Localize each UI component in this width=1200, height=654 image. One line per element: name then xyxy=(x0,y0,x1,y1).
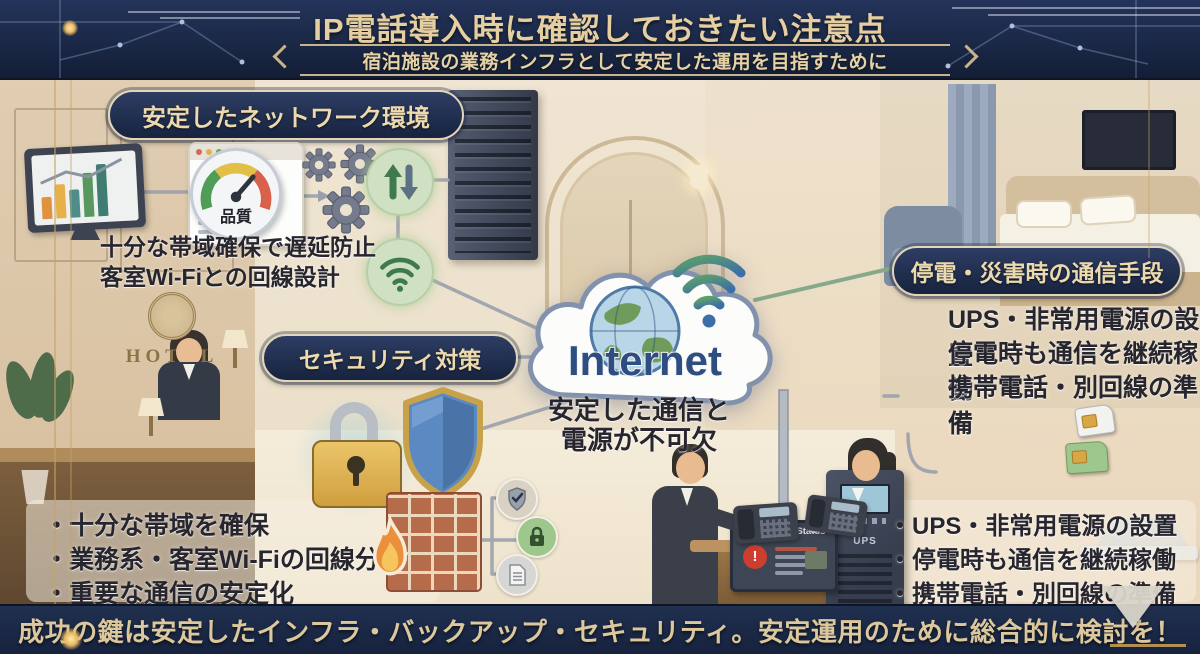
circuit-decoration-right xyxy=(945,0,1200,78)
footer-message: 成功の鍵は安定したインフラ・バックアップ・セキュリティ。安定運用のために総合的に… xyxy=(18,617,1182,647)
bedroom-tv xyxy=(1082,110,1176,170)
internet-label: Internet xyxy=(568,337,722,384)
internet-cloud: Internet xyxy=(527,254,773,406)
backup-note-2: 停電時も通信を継続稼働 xyxy=(948,340,1199,404)
status-bar xyxy=(775,547,817,551)
backup-note-3: 携帯電話・別回線の準備 xyxy=(948,374,1199,438)
internet-caption-1: 安定した通信と xyxy=(547,395,730,425)
wifi-icon xyxy=(366,238,434,306)
plant-pot xyxy=(21,470,49,504)
security-section-heading: セキュリティ対策 xyxy=(262,334,518,382)
man-avatar xyxy=(676,452,705,484)
footer-banner xyxy=(0,604,1200,654)
ups-label: UPS xyxy=(853,536,877,547)
network-bullet-3: ・重要な通信の安定化 xyxy=(44,580,295,608)
hotel-crest-icon xyxy=(148,292,196,340)
sim-card-icon xyxy=(1064,440,1110,475)
backup-bullets-panel xyxy=(878,500,1196,602)
receptionist-avatar xyxy=(176,338,202,366)
wall-lamp-icon xyxy=(222,330,248,368)
sim-card-icon xyxy=(1074,403,1116,438)
analytics-monitor-icon xyxy=(23,142,147,240)
status-bar xyxy=(775,563,817,567)
cloud-wifi-icon xyxy=(672,254,746,328)
shield-check-icon xyxy=(496,478,538,520)
reception-desk-top xyxy=(0,448,255,462)
network-note-1: 十分な帯域確保で遅延防止 xyxy=(100,234,376,260)
woman-avatar xyxy=(852,450,880,481)
page-title: IP電話導入時に確認しておきたい注意点 xyxy=(313,12,887,47)
document-icon xyxy=(496,554,538,596)
gauge-label: 品質 xyxy=(219,209,252,226)
internet-caption-2: 電源が不可欠 xyxy=(560,425,717,455)
backup-bullet-1: ・UPS・非常用電源の設置 xyxy=(888,513,1178,540)
security-heading-label: セキュリティ対策 xyxy=(298,347,482,373)
updown-arrows-icon xyxy=(366,148,434,216)
network-heading-label: 安定したネットワーク環境 xyxy=(142,104,430,132)
network-note-2: 客室Wi-Fiとの回線設計 xyxy=(100,264,340,290)
lock-mini-icon xyxy=(516,516,558,558)
screen-thumbnail xyxy=(805,551,827,569)
backup-note-1: UPS・非常用電源の設置 xyxy=(948,306,1200,370)
globe-icon xyxy=(589,285,681,377)
frame-line xyxy=(70,0,72,654)
network-bullet-1: ・十分な帯域を確保 xyxy=(44,512,270,540)
shield-icon xyxy=(403,387,483,499)
page-subtitle: 宿泊施設の業務インフラとして安定した運用を目指すために xyxy=(362,51,888,73)
ip-phone-icon xyxy=(732,501,800,545)
hallway-arch xyxy=(545,136,725,345)
backup-bullet-2: ・停電時も通信を継続稼働 xyxy=(888,547,1176,574)
status-bar xyxy=(775,555,809,559)
network-bullet-2: ・業務系・客室Wi-Fiの回線分離 xyxy=(44,546,405,574)
frame-line xyxy=(1148,78,1150,258)
glow-dot xyxy=(60,628,82,650)
backup-heading-label: 停電・災害時の通信手段 xyxy=(910,260,1164,286)
chevron-down-icon xyxy=(1102,586,1164,628)
wall-lamp-icon xyxy=(690,165,708,189)
circuit-decoration-left xyxy=(0,0,300,78)
backup-section-heading: 停電・災害時の通信手段 xyxy=(892,246,1182,296)
flame-icon xyxy=(372,516,408,576)
glow-dot xyxy=(62,20,78,36)
network-section-heading: 安定したネットワーク環境 xyxy=(108,90,464,140)
bed-pillow xyxy=(1016,200,1072,228)
ups-unit-icon: UPS xyxy=(826,470,904,618)
subtitle-banner: 宿泊施設の業務インフラとして安定した運用を目指すために xyxy=(300,44,950,76)
desk-lamp-icon xyxy=(138,398,164,436)
title-banner: IP電話導入時に確認しておきたい注意点 xyxy=(0,0,1200,80)
quality-gauge-icon: 品質 xyxy=(190,148,282,240)
padlock-shackle xyxy=(330,402,378,448)
alert-icon: ! xyxy=(743,545,767,569)
server-rack xyxy=(448,90,538,260)
hallway-door-split xyxy=(629,200,632,340)
frame-line xyxy=(54,0,56,654)
footer-underline xyxy=(1110,644,1186,647)
status-bar xyxy=(775,571,803,575)
